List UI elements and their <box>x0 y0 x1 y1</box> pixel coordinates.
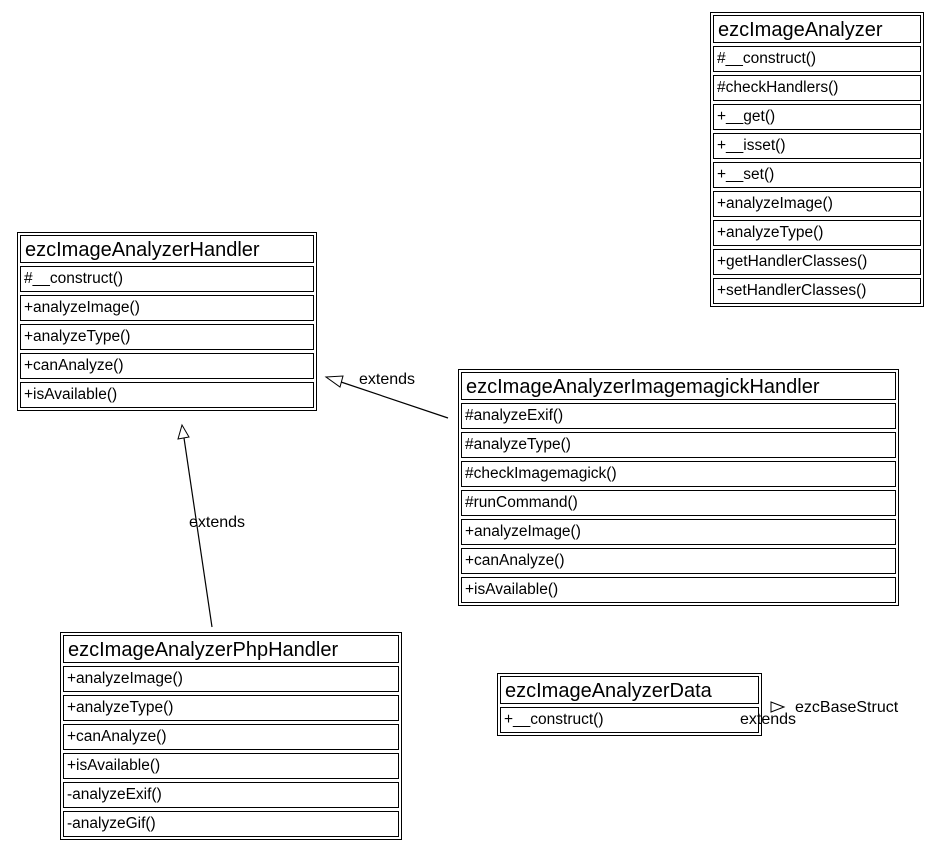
method: +__get() <box>713 104 921 130</box>
method: +isAvailable() <box>63 753 399 779</box>
method: #__construct() <box>20 266 314 292</box>
method: #checkHandlers() <box>713 75 921 101</box>
class-ezcimageanalyzerhandler: ezcImageAnalyzerHandler #__construct() +… <box>17 232 317 411</box>
method: +analyzeImage() <box>713 191 921 217</box>
method: +analyzeType() <box>20 324 314 350</box>
class-name: ezcImageAnalyzerPhpHandler <box>63 635 399 663</box>
method: +getHandlerClasses() <box>713 249 921 275</box>
method: #analyzeExif() <box>461 403 896 429</box>
class-ezcimageanalyzer: ezcImageAnalyzer #__construct() #checkHa… <box>710 12 924 307</box>
method: #__construct() <box>713 46 921 72</box>
method: +canAnalyze() <box>20 353 314 379</box>
method: +analyzeImage() <box>461 519 896 545</box>
method: #checkImagemagick() <box>461 461 896 487</box>
class-name: ezcImageAnalyzerHandler <box>20 235 314 263</box>
method: +__construct() <box>500 707 759 733</box>
extends-label: extends <box>359 371 416 388</box>
external-parent-class: ezcBaseStruct <box>795 699 899 716</box>
method: +canAnalyze() <box>461 548 896 574</box>
method: -analyzeGif() <box>63 811 399 837</box>
inheritance-arrowhead-icon <box>770 701 786 713</box>
method: #analyzeType() <box>461 432 896 458</box>
class-name: ezcImageAnalyzerImagemagickHandler <box>461 372 896 400</box>
method: +analyzeType() <box>713 220 921 246</box>
method: +canAnalyze() <box>63 724 399 750</box>
class-name: ezcImageAnalyzer <box>713 15 921 43</box>
method: +__set() <box>713 162 921 188</box>
method: -analyzeExif() <box>63 782 399 808</box>
class-name: ezcImageAnalyzerData <box>500 676 759 704</box>
class-ezcimageanalyzerphphandler: ezcImageAnalyzerPhpHandler +analyzeImage… <box>60 632 402 840</box>
inheritance-arrowhead-icon <box>324 375 344 388</box>
class-ezcimageanalyzerimagemagickhandler: ezcImageAnalyzerImagemagickHandler #anal… <box>458 369 899 606</box>
inheritance-arrowhead-icon <box>177 423 190 440</box>
class-ezcimageanalyzerdata: ezcImageAnalyzerData +__construct() <box>497 673 762 736</box>
extends-edge-php <box>183 437 213 628</box>
method: +__isset() <box>713 133 921 159</box>
method: +isAvailable() <box>461 577 896 603</box>
method: +analyzeImage() <box>20 295 314 321</box>
method: +isAvailable() <box>20 382 314 408</box>
extends-label: extends <box>189 514 246 531</box>
method: +analyzeType() <box>63 695 399 721</box>
method: +setHandlerClasses() <box>713 278 921 304</box>
extends-edge-imagemagick <box>340 381 449 419</box>
method: +analyzeImage() <box>63 666 399 692</box>
extends-label: extends <box>740 711 797 728</box>
method: #runCommand() <box>461 490 896 516</box>
